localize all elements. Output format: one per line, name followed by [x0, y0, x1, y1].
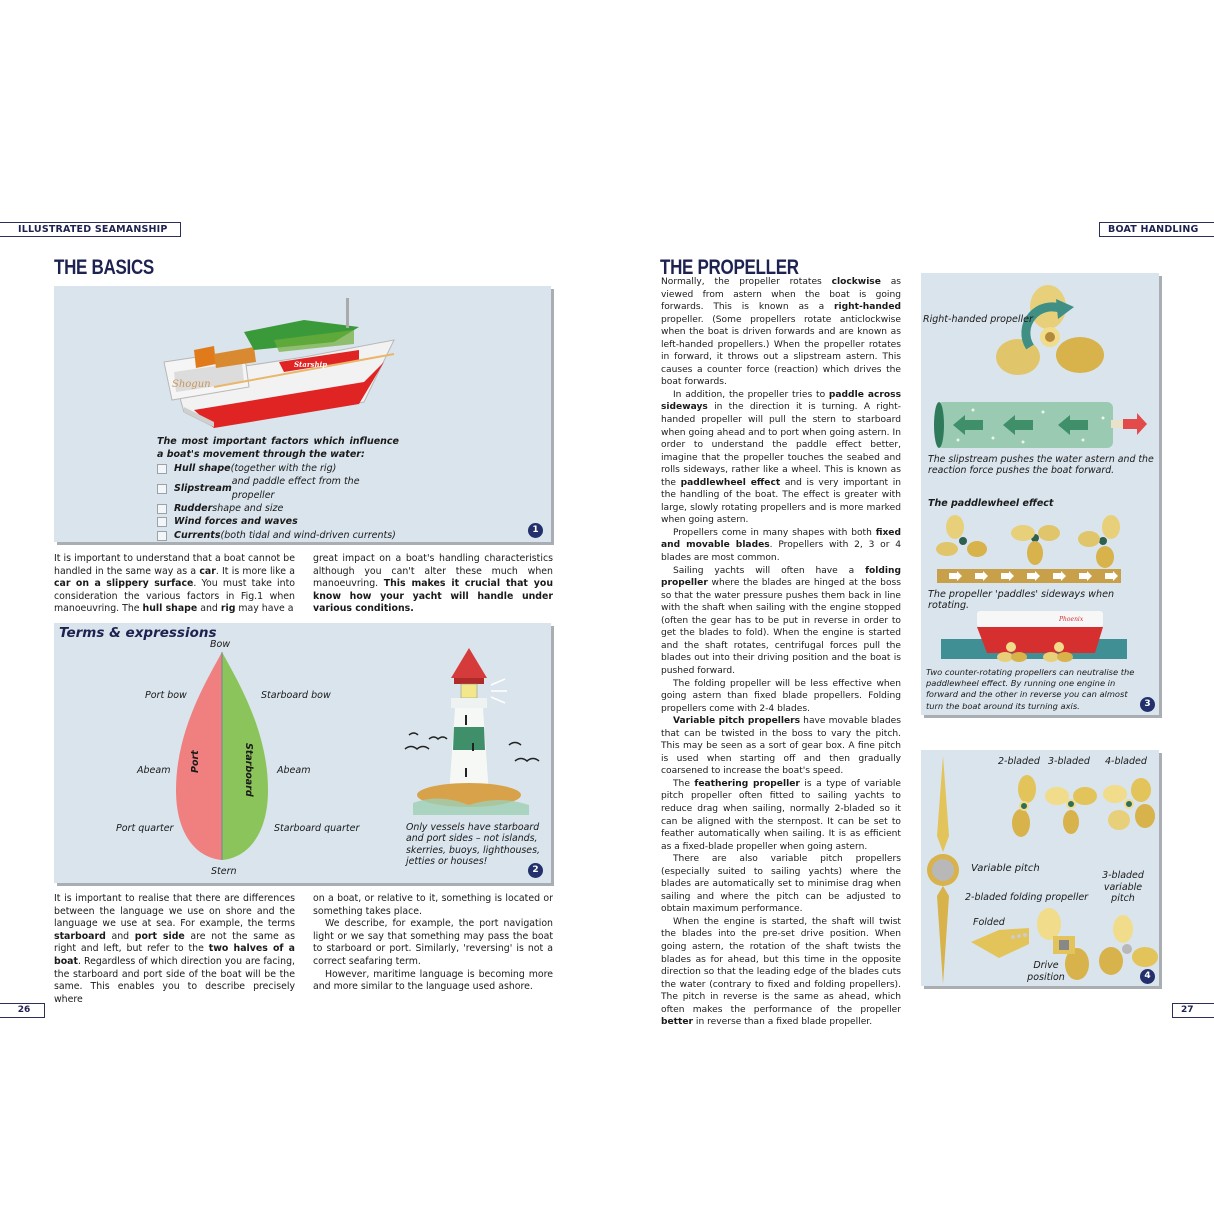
propeller-paragraph: The folding propeller will be less effec… [661, 678, 901, 714]
running-head-right: BOAT HANDLING [1099, 222, 1214, 237]
drive-position-propeller-icon [1037, 908, 1089, 980]
propeller-icon [936, 515, 987, 557]
figure-badge-4: 4 [1140, 969, 1155, 984]
language-paragraph: However, maritime language is becoming m… [313, 968, 553, 993]
seagull-icon [514, 757, 540, 762]
counter-rotating-caption: Two counter-rotating propellers can neut… [926, 667, 1135, 711]
checkbox-icon [157, 530, 167, 541]
language-text-col2: on a boat, or relative to it, something … [313, 893, 553, 994]
label-folded: Folded [973, 917, 1005, 928]
label-2-bladed-folding: 2-bladed folding propeller [965, 892, 1089, 903]
factors-list: The most important factors which influen… [157, 435, 399, 542]
propeller-paragraph: Normally, the propeller rotates clockwis… [661, 277, 901, 388]
figure-2-panel: Terms & expressions Bow Port bow Starboa… [54, 623, 551, 883]
propeller-paragraph: Variable pitch propellers have movable b… [661, 716, 901, 777]
propeller-paragraph: The feathering propeller is a type of va… [661, 778, 901, 852]
language-paragraph: on a boat, or relative to it, something … [313, 893, 553, 917]
folded-propeller-icon [971, 928, 1029, 958]
boat-name-starship: Starship [294, 360, 327, 369]
factor-item: Hull shape (together with the rig) [157, 462, 399, 475]
checkbox-icon [157, 483, 167, 494]
lighthouse-caption: Only vessels have starboard and port sid… [406, 822, 540, 867]
checkbox-icon [157, 463, 167, 474]
slipstream-tube-diagram [934, 402, 1147, 448]
figure-badge-2: 2 [528, 863, 543, 878]
forward-arrow-icon [1123, 413, 1147, 435]
paddles-caption: The propeller 'paddles' sideways when ro… [928, 589, 1115, 612]
label-abeam-port: Abeam [137, 765, 171, 776]
label-starboard-quarter: Starboard quarter [274, 823, 360, 834]
propeller-3-bladed-icon [1045, 787, 1097, 834]
hull-port-starboard-diagram [176, 652, 268, 860]
factor-item: Rudder shape and size [157, 502, 399, 515]
label-2-bladed: 2-bladed [998, 756, 1040, 767]
label-port-quarter: Port quarter [116, 823, 174, 834]
seagull-icon [408, 732, 419, 736]
seagull-icon [404, 745, 430, 750]
lighthouse-illustration [404, 648, 540, 815]
twin-propeller-boat-illustration: Phoenix [941, 611, 1127, 662]
propeller-paragraph: Sailing yachts will often have a folding… [661, 565, 901, 676]
boat-name-shogun: Shogun [172, 379, 211, 390]
variable-pitch-propeller-icon [927, 756, 959, 984]
terms-heading: Terms & expressions [59, 625, 217, 641]
running-head-left: ILLUSTRATED SEAMANSHIP [0, 222, 181, 237]
intro-text-col1: It is important to understand that a boa… [54, 553, 295, 616]
factors-intro: The most important factors which influen… [157, 436, 399, 461]
label-3-bladed: 3-bladed [1048, 756, 1090, 767]
paddlewheel-diagram [936, 515, 1121, 583]
label-starboard-bow: Starboard bow [261, 690, 331, 701]
propeller-3-bladed-variable-pitch-icon [1099, 915, 1158, 975]
page-title-propeller: THE PROPELLER [660, 255, 799, 279]
figure-1-panel: Starship Shogun 1 [54, 286, 551, 542]
figure-badge-3: 3 [1140, 697, 1155, 712]
language-text-col1: It is important to realise that there ar… [54, 893, 295, 1006]
propeller-paragraph: In addition, the propeller tries to padd… [661, 389, 901, 526]
propeller-paragraph: Propellers come in many shapes with both… [661, 527, 901, 564]
propeller-icon [997, 642, 1027, 662]
language-paragraph: We describe, for example, the port navig… [313, 918, 553, 967]
propeller-icon [1078, 515, 1120, 568]
propeller-icon [1011, 525, 1060, 565]
label-drive-position: Drive position [1027, 960, 1065, 983]
right-handed-propeller-icon [996, 285, 1104, 375]
checkbox-icon [157, 517, 167, 528]
factor-item: Currents (both tidal and wind-driven cur… [157, 529, 399, 542]
label-port-side: Port [190, 750, 201, 773]
checkbox-icon [157, 503, 167, 514]
page-number-right: 27 [1172, 1003, 1214, 1018]
seagull-icon [508, 741, 522, 746]
propeller-4-bladed-icon [1103, 778, 1155, 830]
paragraph: It is important to realise that there ar… [54, 893, 295, 1005]
figure-3-panel: Right-handed propeller The slipstream pu… [921, 273, 1159, 715]
propeller-icon [1043, 642, 1073, 662]
label-4-bladed: 4-bladed [1105, 756, 1147, 767]
propeller-paragraph: When the engine is started, the shaft wi… [661, 916, 901, 1028]
paragraph: great impact on a boat's handling charac… [313, 553, 554, 615]
label-port-bow: Port bow [145, 690, 187, 701]
propeller-paragraph: There are also variable pitch propellers… [661, 854, 901, 915]
propeller-text: Normally, the propeller rotates clockwis… [661, 276, 901, 1029]
factor-item: Wind forces and waves [157, 515, 399, 528]
figure-4-panel: 2-bladed 3-bladed 4-bladed Variable pitc… [921, 750, 1159, 986]
page-number-left: 26 [0, 1003, 45, 1018]
motorboat-illustration: Starship Shogun [163, 298, 395, 428]
page-title-basics: THE BASICS [54, 255, 154, 279]
paragraph: It is important to understand that a boa… [54, 553, 295, 615]
label-starboard-side: Starboard [243, 743, 254, 797]
propeller-2-bladed-icon [1012, 775, 1036, 837]
svg-text:Phoenix: Phoenix [1058, 616, 1084, 623]
seagull-icon [428, 736, 448, 741]
paddlewheel-heading: The paddlewheel effect [928, 498, 1054, 509]
factor-item: Slipstream and paddle effect from the pr… [157, 475, 399, 502]
label-abeam-starboard: Abeam [277, 765, 311, 776]
figure-badge-1: 1 [528, 523, 543, 538]
label-bow: Bow [210, 639, 231, 650]
label-3-bladed-variable-pitch: 3-bladed variable pitch [1102, 870, 1144, 904]
label-right-handed-propeller: Right-handed propeller [923, 314, 1033, 325]
slipstream-caption: The slipstream pushes the water astern a… [928, 454, 1154, 477]
intro-text-col2: great impact on a boat's handling charac… [313, 553, 553, 616]
label-stern: Stern [211, 866, 237, 877]
label-variable-pitch: Variable pitch [971, 863, 1040, 874]
